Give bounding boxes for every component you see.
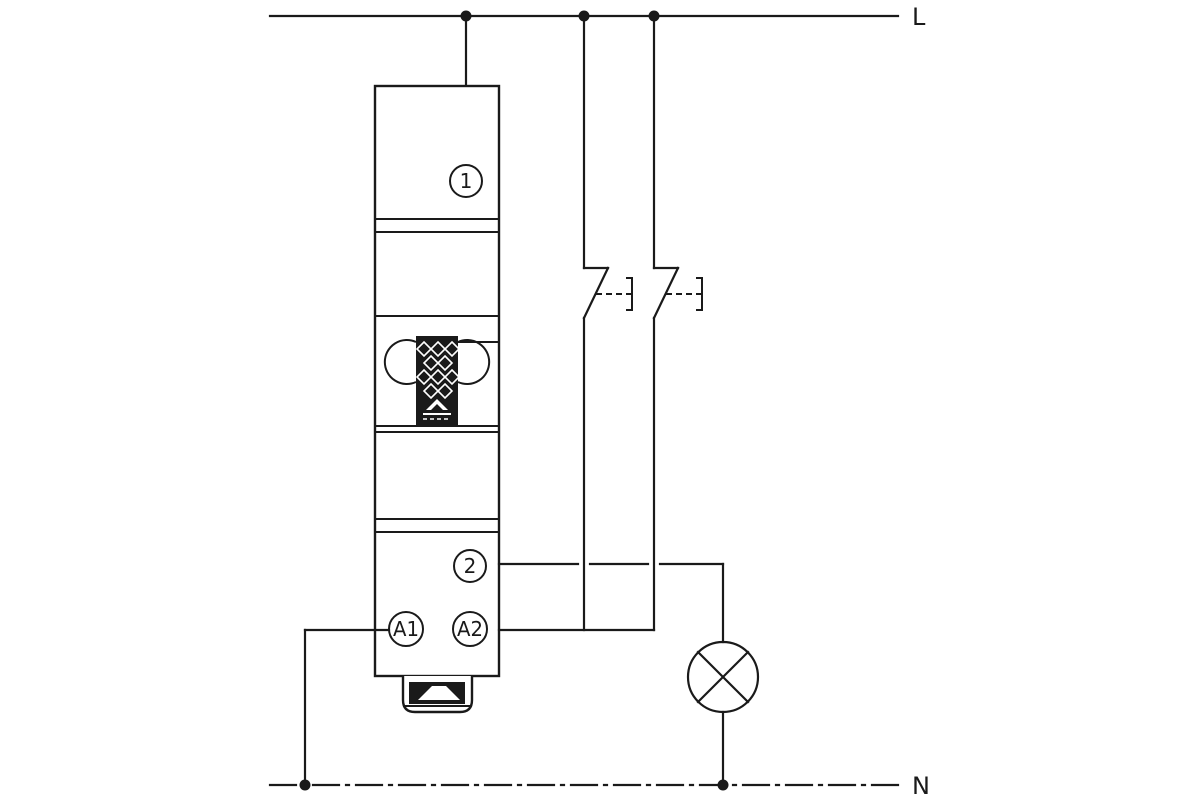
coil-neutral-wire: [303, 628, 391, 787]
din-rail-clip: [401, 676, 474, 714]
terminal-a1-label: A1: [393, 617, 419, 641]
manual-toggle-lever: [383, 336, 498, 426]
lamp-symbol: [686, 640, 760, 714]
load-wire: [497, 562, 725, 644]
terminal-a2-marker: A2: [452, 611, 488, 647]
phase-label: L: [912, 3, 926, 31]
terminal-1-label: 1: [460, 169, 473, 193]
terminal-2-label: 2: [464, 554, 477, 578]
terminal-2-marker: 2: [453, 549, 487, 583]
terminal-1-marker: 1: [449, 164, 483, 198]
terminal-a1-marker: A1: [388, 611, 424, 647]
impulse-relay: 1 2 A1 A2: [373, 84, 501, 714]
neutral-label: N: [912, 772, 930, 800]
terminal-a2-label: A2: [457, 617, 483, 641]
push-button-switch-2: [652, 14, 703, 632]
push-button-switch-1: [582, 14, 633, 632]
